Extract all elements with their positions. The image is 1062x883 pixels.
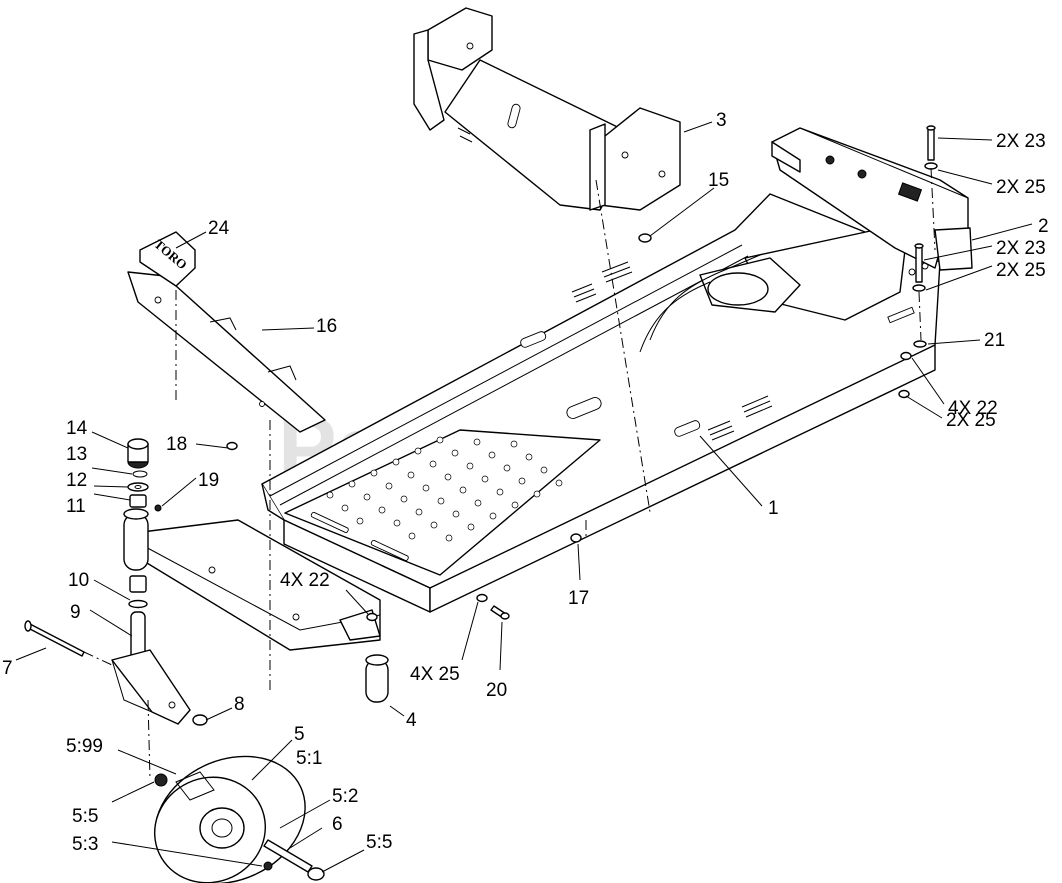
part-nut-22-rear[interactable] bbox=[900, 351, 912, 361]
callout-9[interactable]: 9 bbox=[70, 602, 81, 623]
part-axle-bolt[interactable] bbox=[24, 620, 85, 657]
part-washer-25-front[interactable] bbox=[476, 593, 488, 603]
part-grease-fitting-19[interactable] bbox=[154, 504, 162, 512]
part-wheel-axle[interactable] bbox=[263, 839, 325, 881]
callout-12[interactable]: 12 bbox=[66, 470, 87, 491]
part-front-axle[interactable] bbox=[123, 508, 389, 703]
callout-20[interactable]: 20 bbox=[486, 680, 507, 701]
callout-5-3[interactable]: 5:3 bbox=[72, 834, 98, 855]
part-bolt-20[interactable] bbox=[490, 605, 510, 620]
part-washer-21[interactable] bbox=[913, 340, 927, 348]
callout-5-5-right[interactable]: 5:5 bbox=[366, 832, 392, 853]
part-bushing-11[interactable] bbox=[129, 494, 147, 508]
part-rear-bumper[interactable] bbox=[771, 127, 973, 271]
callout-14[interactable]: 14 bbox=[66, 418, 88, 439]
callout-4[interactable]: 4 bbox=[406, 710, 417, 731]
callout-11[interactable]: 11 bbox=[66, 496, 86, 517]
callout-2[interactable]: 2 bbox=[1038, 216, 1049, 237]
part-nut-15[interactable] bbox=[638, 233, 652, 243]
part-nut-22-front[interactable] bbox=[366, 612, 378, 622]
part-nut-17[interactable] bbox=[570, 533, 582, 543]
leader-lines bbox=[15, 121, 1033, 873]
callout-7[interactable]: 7 bbox=[2, 658, 13, 679]
part-bolt-18[interactable] bbox=[226, 441, 238, 451]
callout-2x25-mid[interactable]: 2X 25 bbox=[996, 260, 1046, 281]
part-caster-fork[interactable] bbox=[111, 611, 191, 725]
callout-labels: 2X 23 2X 25 2 2X 23 2X 25 21 4X 22 2X 25… bbox=[2, 110, 1049, 855]
callout-16[interactable]: 16 bbox=[316, 316, 337, 337]
callout-21[interactable]: 21 bbox=[984, 330, 1005, 351]
part-bushing-10[interactable] bbox=[128, 575, 148, 609]
callout-2x23-mid[interactable]: 2X 23 bbox=[996, 238, 1046, 259]
callout-8[interactable]: 8 bbox=[234, 694, 245, 715]
callout-15[interactable]: 15 bbox=[708, 170, 729, 191]
callout-5[interactable]: 5 bbox=[294, 724, 305, 745]
part-seat-bracket[interactable] bbox=[413, 7, 681, 211]
part-main-frame[interactable] bbox=[261, 193, 941, 613]
part-nut-8[interactable] bbox=[192, 714, 208, 726]
callout-2x25-low[interactable]: 2X 25 bbox=[946, 410, 996, 431]
part-caster-cap[interactable] bbox=[127, 438, 149, 469]
part-retaining-ring[interactable] bbox=[132, 470, 148, 478]
part-washer-12[interactable] bbox=[127, 482, 149, 492]
callout-5-5-left[interactable]: 5:5 bbox=[72, 806, 98, 827]
callout-24[interactable]: 24 bbox=[208, 218, 230, 239]
callout-18[interactable]: 18 bbox=[166, 434, 187, 455]
callout-2x23-top[interactable]: 2X 23 bbox=[996, 131, 1046, 152]
callout-13[interactable]: 13 bbox=[66, 444, 87, 465]
callout-4x25[interactable]: 4X 25 bbox=[410, 664, 460, 685]
callout-5-99[interactable]: 5:99 bbox=[66, 736, 103, 757]
part-washer-25-mid[interactable] bbox=[912, 284, 926, 292]
callout-6[interactable]: 6 bbox=[332, 814, 343, 835]
part-side-plate[interactable] bbox=[127, 271, 326, 433]
callout-5-1[interactable]: 5:1 bbox=[296, 748, 322, 769]
callout-19[interactable]: 19 bbox=[198, 470, 219, 491]
callout-17[interactable]: 17 bbox=[568, 588, 589, 609]
part-caster-wheel[interactable] bbox=[134, 733, 326, 883]
callout-5-2[interactable]: 5:2 bbox=[332, 786, 358, 807]
callout-10[interactable]: 10 bbox=[68, 570, 89, 591]
callout-1[interactable]: 1 bbox=[768, 498, 779, 519]
callout-4x22-left[interactable]: 4X 22 bbox=[280, 570, 330, 591]
callout-2x25-top[interactable]: 2X 25 bbox=[996, 177, 1046, 198]
part-bolt-23-mid[interactable] bbox=[914, 243, 924, 283]
part-bolt-23-top[interactable] bbox=[926, 125, 936, 161]
callout-3[interactable]: 3 bbox=[716, 110, 727, 131]
callout-4x22-right[interactable]: 4X 22 bbox=[948, 398, 998, 419]
